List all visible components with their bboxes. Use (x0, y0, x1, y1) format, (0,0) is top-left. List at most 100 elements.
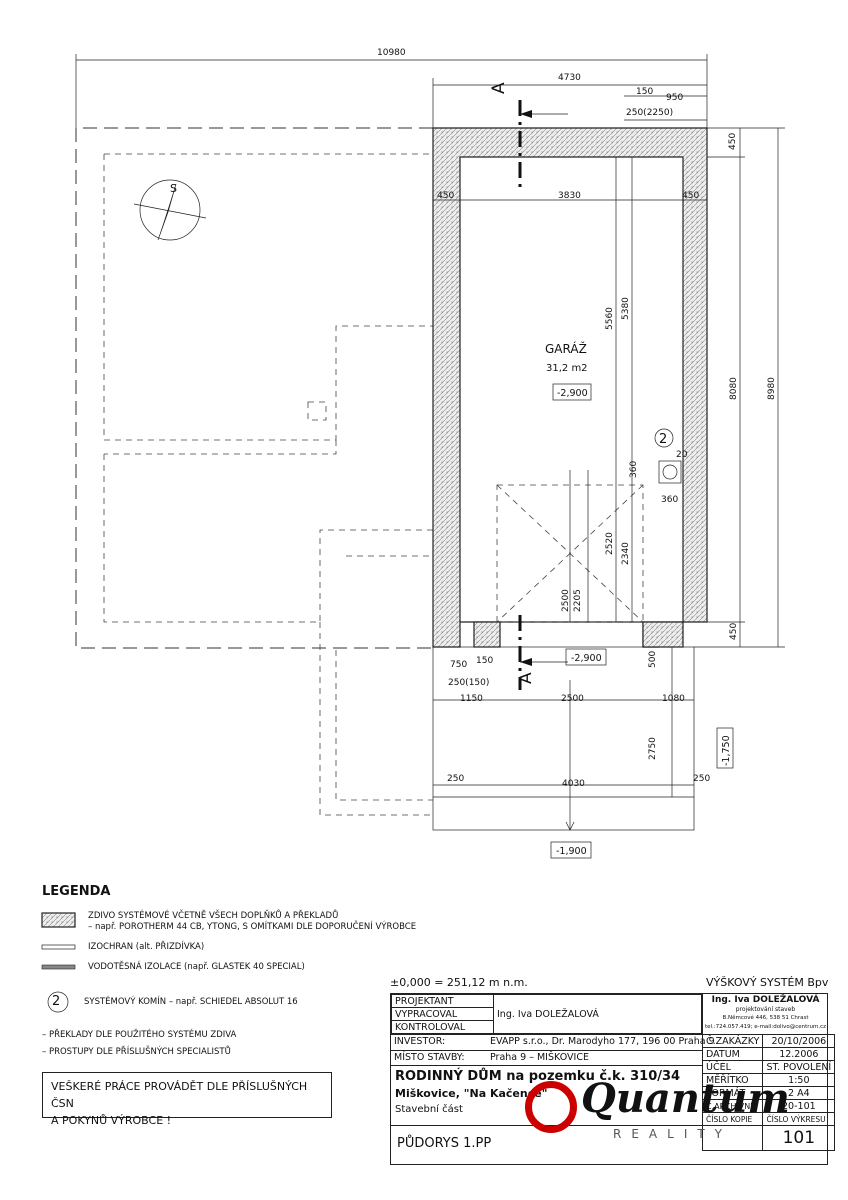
legend-title: LEGENDA (42, 884, 111, 899)
legend-item-masonry-line1: ZDIVO SYSTÉMOVÉ VČETNĚ VŠECH DOPLŇKŮ A P… (88, 911, 339, 921)
tb-label-datum: DATUM (701, 1047, 764, 1061)
legend-warning-line1: VEŠKERÉ PRÁCE PROVÁDĚT DLE PŘÍSLUŠNÝCH Č… (51, 1080, 308, 1110)
tb-firm-contact: tel.:724.057.419; e-mail:dolivo@centrum.… (704, 1024, 827, 1030)
legend-item-masonry-line2: – např. POROTHERM 44 CB, YTONG, S OMÍTKA… (88, 922, 417, 932)
legend-swatch-waterproof (41, 964, 76, 970)
legend-chimney-icon (47, 991, 69, 1013)
tb-value-meritko: 1:50 (762, 1073, 836, 1087)
dim-2750: 2750 (648, 737, 658, 760)
level-exterior: -1,900 (556, 846, 587, 857)
dim-2520: 2520 (605, 532, 615, 555)
tb-investor-label: INVESTOR: (394, 1036, 446, 1047)
dim-150: 150 (636, 87, 653, 97)
legend-warning-line2: A POKYNŮ VÝROBCE ! (51, 1114, 172, 1127)
tb-investor-value: EVAPP s.r.o., Dr. Marodyho 177, 196 00 P… (490, 1036, 715, 1047)
dim-500: 500 (648, 651, 658, 668)
dim-2205: 2205 (573, 589, 583, 612)
section-label-bottom: A (516, 672, 536, 684)
dimension-labels: 10980 4730 150 950 250(2250) 450 3830 45… (377, 48, 777, 789)
legend-note-lintels: – PŘEKLADY DLE POUŽITÉHO SYSTÉMU ZDIVA (42, 1030, 237, 1040)
legend-swatch-masonry (41, 912, 76, 928)
dim-wall-bottom: 450 (729, 623, 739, 640)
dim-250-150: 250(150) (448, 678, 489, 688)
dim-750: 750 (450, 660, 467, 670)
room-name: GARÁŽ (545, 341, 587, 356)
tb-label-kopie: ČÍSLO KOPIE (701, 1112, 764, 1126)
legend-item-insulation: IZOCHRAN (alt. PŘIZDÍVKA) (88, 942, 205, 952)
dim-wall-top: 450 (728, 133, 738, 150)
dim-2500-h: 2500 (561, 694, 584, 704)
tb-project-subtitle: Miškovice, "Na Kačence" (395, 1087, 548, 1100)
tb-value-archivni: 20-101 (762, 1099, 836, 1113)
dim-chimney-360b: 360 (661, 495, 678, 505)
tb-label-format: FORMÁT (701, 1086, 764, 1100)
tb-value-format: 2 A4 (762, 1086, 836, 1100)
legend-item-masonry: ZDIVO SYSTÉMOVÉ VČETNĚ VŠECH DOPLŇKŮ A P… (88, 911, 416, 933)
dim-250-left: 250 (447, 774, 464, 784)
tb-value-zakazky: 20/10/2006 (762, 1034, 836, 1048)
dim-total-width: 10980 (377, 48, 406, 58)
dim-8080: 8080 (729, 377, 739, 400)
svg-text:S: S (170, 182, 177, 195)
tb-label-vypracoval: VYPRACOVAL (391, 1007, 494, 1021)
height-system: VÝŠKOVÝ SYSTÉM Bpv (706, 976, 829, 989)
adjacent-building-outline (75, 127, 433, 816)
level-side: -1,750 (721, 735, 732, 766)
tb-label-vykres: ČÍSLO VÝKRESU (762, 1112, 836, 1126)
dim-2340: 2340 (621, 542, 631, 565)
dim-2500-v: 2500 (561, 589, 571, 612)
legend-item-chimney: SYSTÉMOVÝ KOMÍN – např. SCHIEDEL ABSOLUT… (84, 997, 298, 1007)
tb-value-datum: 12.2006 (762, 1047, 836, 1061)
dim-1080: 1080 (662, 694, 685, 704)
tb-firm-name: Ing. Iva DOLEŽALOVÁ (711, 995, 820, 1005)
tb-designer-name: Ing. Iva DOLEŽALOVÁ (493, 994, 702, 1034)
tb-site-value: Praha 9 – MIŠKOVICE (490, 1052, 589, 1063)
room-area: 31,2 m2 (546, 363, 588, 374)
dim-4030: 4030 (562, 779, 585, 789)
elevation-reference: ±0,000 = 251,12 m n.m. (390, 976, 528, 989)
tb-label-zakazky: Č.ZAKÁZKY (701, 1034, 764, 1048)
section-label-top: A (489, 82, 509, 94)
dim-250-right: 250 (693, 774, 710, 784)
driveway-area (432, 646, 695, 831)
legend-note-penetrations: – PROSTUPY DLE PŘÍSLUŠNÝCH SPECIALISTŮ (42, 1047, 231, 1057)
legend: LEGENDA (42, 884, 382, 899)
tb-site: MÍSTO STAVBY: Praha 9 – MIŠKOVICE (394, 1052, 589, 1063)
dim-interior-width: 3830 (558, 191, 581, 201)
legend-warning-box: VEŠKERÉ PRÁCE PROVÁDĚT DLE PŘÍSLUŠNÝCH Č… (42, 1072, 332, 1127)
tb-investor: INVESTOR: EVAPP s.r.o., Dr. Marodyho 177,… (394, 1036, 715, 1047)
tb-part: Stavební část (395, 1104, 463, 1115)
dim-wall-right: 450 (682, 191, 699, 201)
legend-chimney-number: 2 (52, 994, 61, 1009)
tb-label-ucel: ÚČEL (701, 1060, 764, 1074)
tb-value-vykres: 101 (762, 1125, 836, 1151)
dim-5560: 5560 (605, 307, 615, 330)
dim-wall-left: 450 (437, 191, 454, 201)
tb-firm: Ing. Iva DOLEŽALOVÁ projektování staveb … (702, 994, 828, 1034)
tb-project-title: RODINNÝ DŮM na pozemku č.k. 310/34 (395, 1069, 681, 1084)
tb-firm-sub: projektování staveb (735, 1006, 796, 1013)
north-arrow-icon: S (133, 179, 207, 241)
tb-drawing-name: PŮDORYS 1.PP (397, 1136, 492, 1151)
tb-firm-address: B.Němcové 446, 538 51 Chrast (722, 1015, 809, 1021)
dim-garage-width: 4730 (558, 73, 581, 83)
section-line-a (518, 100, 568, 690)
tb-label-projektant: PROJEKTANT (391, 994, 494, 1008)
tb-label-meritko: MĚŘÍTKO (701, 1073, 764, 1087)
dimension-lines (75, 54, 785, 831)
tb-site-label: MÍSTO STAVBY: (394, 1052, 465, 1063)
dim-5380: 5380 (621, 297, 631, 320)
dim-1150: 1150 (460, 694, 483, 704)
tb-label-archivni: Č.ARCHIVNÍ (701, 1099, 764, 1113)
dim-950: 950 (666, 93, 683, 103)
dim-chimney-20: 20 (676, 450, 688, 460)
tb-label-kontroloval: KONTROLOVAL (391, 1020, 494, 1034)
dim-150b: 150 (476, 656, 493, 666)
dim-chimney-360a: 360 (629, 461, 639, 478)
legend-item-waterproof: VODOTĚSNÁ IZOLACE (např. GLASTEK 40 SPEC… (88, 962, 305, 972)
tb-value-ucel: ST. POVOLENÍ (762, 1060, 836, 1074)
legend-swatch-insulation (41, 944, 76, 950)
dim-250-2250: 250(2250) (626, 108, 673, 118)
